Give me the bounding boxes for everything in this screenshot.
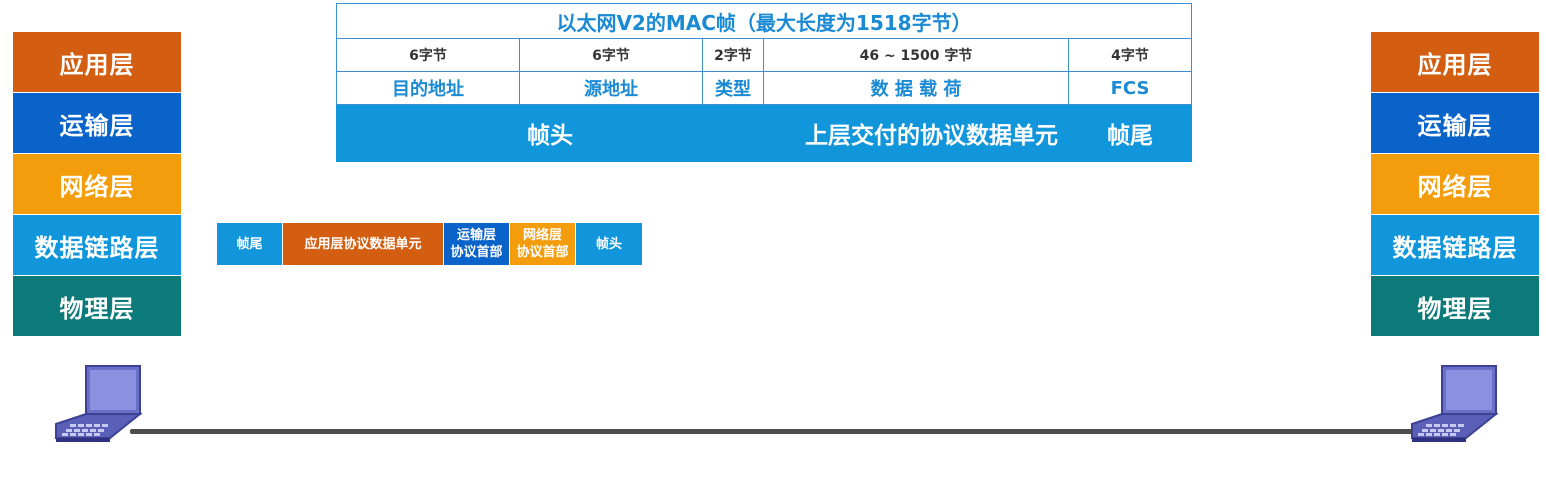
packet-transport-header: 运输层 协议首部 (444, 223, 510, 265)
laptop-icon (1404, 362, 1504, 452)
right-layer-transport: 运输层 (1371, 93, 1539, 153)
packet-frame-header: 帧头 (576, 223, 642, 265)
left-layer-transport: 运输层 (13, 93, 181, 153)
category-upper-pdu: 上层交付的协议数据单元 (702, 104, 1069, 162)
transmission-link (130, 429, 1420, 434)
laptop-icon (48, 362, 148, 452)
left-layer-physical: 物理层 (13, 276, 181, 336)
field-type: 类型 (702, 71, 764, 105)
right-layer-network: 网络层 (1371, 154, 1539, 214)
category-frame-trailer: 帧尾 (1067, 104, 1193, 162)
field-payload: 数 据 载 荷 (763, 71, 1069, 105)
field-fcs: FCS (1067, 71, 1193, 105)
left-layer-network: 网络层 (13, 154, 181, 214)
field-dest-addr: 目的地址 (336, 71, 520, 105)
type-bytes: 2字节 (702, 38, 764, 72)
right-protocol-stack: 应用层 运输层 网络层 数据链路层 物理层 (1371, 32, 1539, 337)
left-layer-application: 应用层 (13, 32, 181, 92)
fcs-bytes: 4字节 (1067, 38, 1193, 72)
mac-frame-table: 以太网V2的MAC帧（最大长度为1518字节） 6字节 6字节 2字节 46 ~… (335, 3, 1193, 162)
dest-addr-bytes: 6字节 (336, 38, 520, 72)
encapsulated-frame: 帧尾 应用层协议数据单元 运输层 协议首部 网络层 协议首部 帧头 (217, 223, 642, 265)
src-addr-bytes: 6字节 (519, 38, 703, 72)
left-layer-datalink: 数据链路层 (13, 215, 181, 275)
payload-bytes: 46 ~ 1500 字节 (763, 38, 1069, 72)
packet-network-header: 网络层 协议首部 (510, 223, 576, 265)
right-layer-physical: 物理层 (1371, 276, 1539, 336)
right-layer-datalink: 数据链路层 (1371, 215, 1539, 275)
right-layer-application: 应用层 (1371, 32, 1539, 92)
left-protocol-stack: 应用层 运输层 网络层 数据链路层 物理层 (13, 32, 181, 337)
mac-frame-title: 以太网V2的MAC帧（最大长度为1518字节） (335, 3, 1193, 39)
category-frame-header: 帧头 (336, 104, 703, 162)
packet-frame-trailer: 帧尾 (217, 223, 283, 265)
packet-application-pdu: 应用层协议数据单元 (283, 223, 444, 265)
field-src-addr: 源地址 (519, 71, 703, 105)
